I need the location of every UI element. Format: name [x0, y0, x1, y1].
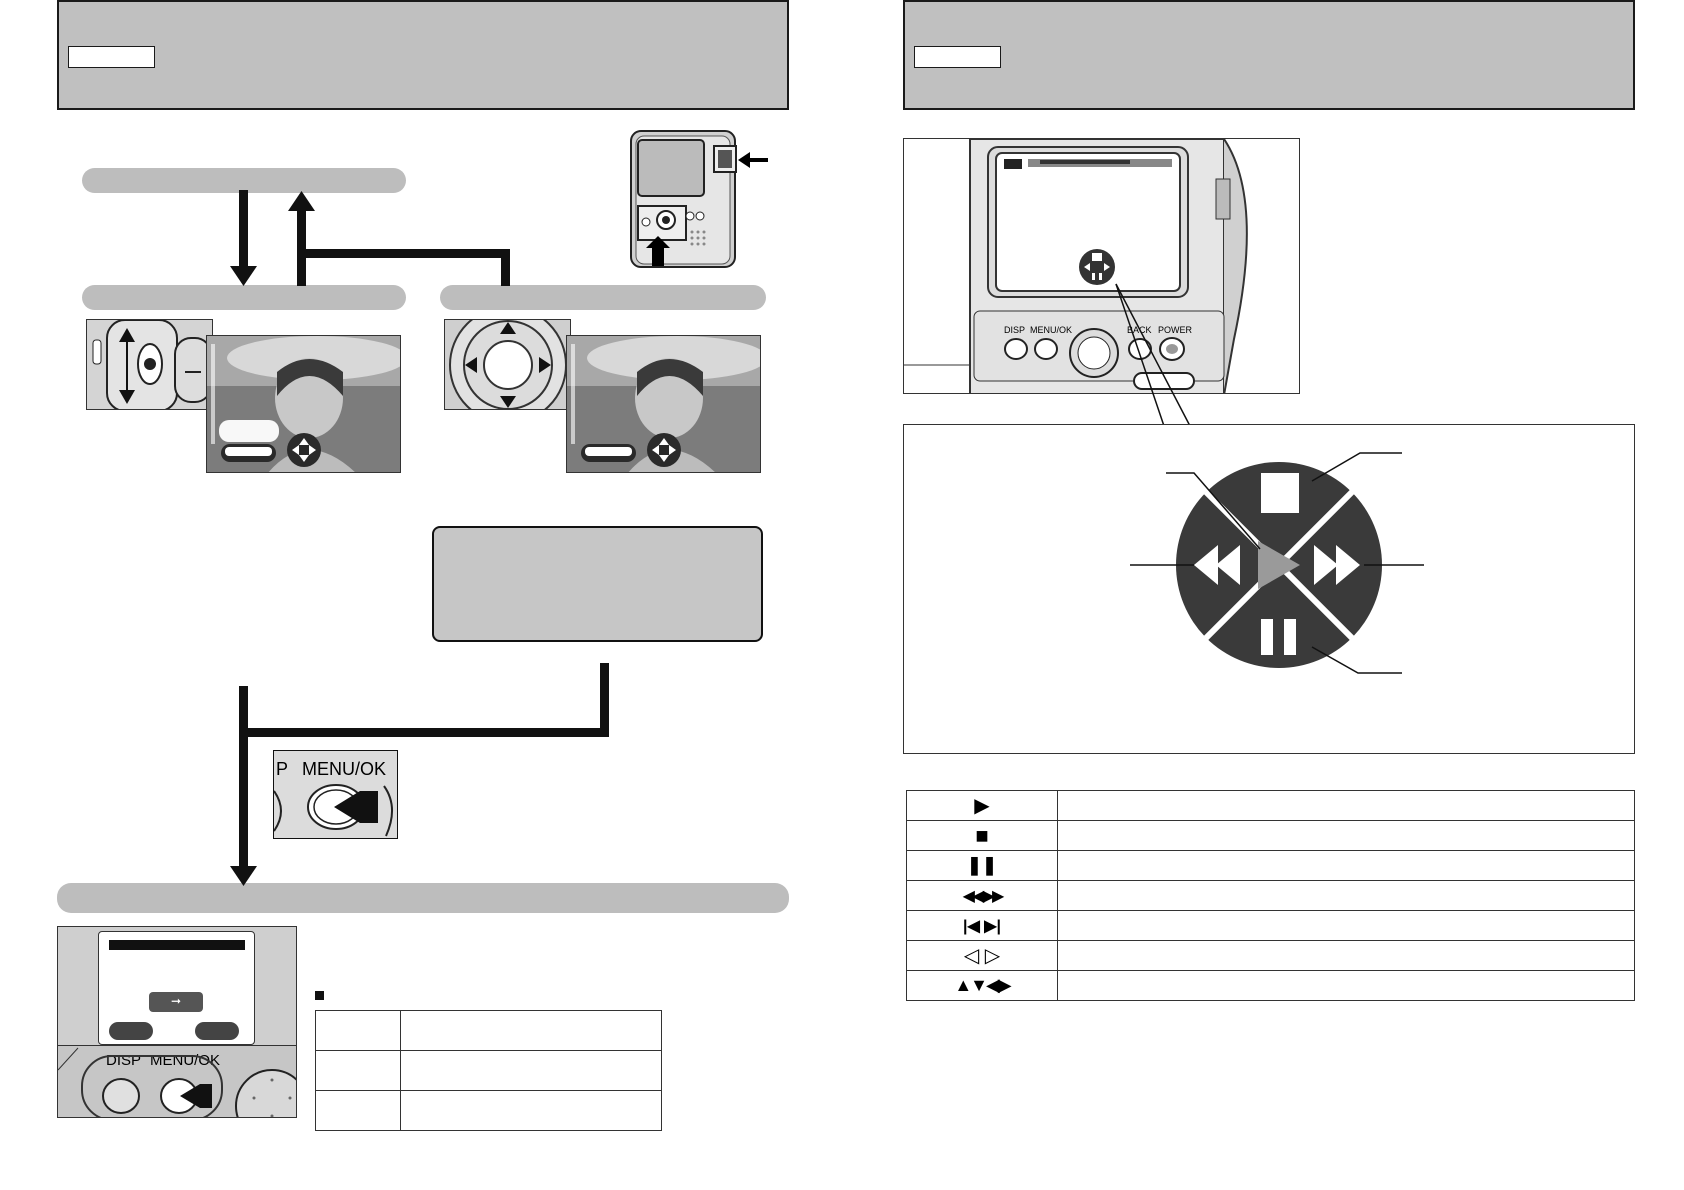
frame-step-icon: ◁ ▷ — [906, 940, 1058, 971]
small-table-key — [315, 1090, 401, 1131]
function-row: ■ — [906, 820, 1635, 851]
zoom-lever-closeup — [86, 319, 213, 410]
left-header-tag — [68, 46, 155, 68]
function-description — [1057, 970, 1635, 1001]
stop-icon: ■ — [906, 820, 1058, 851]
lcd-softkey-left — [109, 1022, 153, 1040]
camera-power-label: POWER — [1158, 325, 1193, 335]
lcd-arrow-button: ➞ — [149, 992, 203, 1012]
flow-connectors — [230, 190, 609, 886]
small-table-row — [315, 1090, 662, 1131]
small-table — [315, 1010, 662, 1131]
function-table: ▶ ■ ❚❚ ◀◀ ▶▶ |◀ ▶| ◁ ▷ ▲▼◀▶ — [906, 790, 1635, 1001]
lcd-screen: ➞ — [98, 931, 255, 1045]
button-strip: DISP MENU/OK — [58, 1045, 296, 1117]
function-row: |◀ ▶| — [906, 910, 1635, 941]
function-description — [1057, 940, 1635, 971]
skip-icon: |◀ ▶| — [906, 910, 1058, 941]
small-table-value — [400, 1050, 662, 1091]
small-table-row — [315, 1050, 662, 1091]
function-description — [1057, 880, 1635, 911]
left-page-header — [57, 0, 789, 110]
lcd-title-bar — [109, 940, 245, 950]
function-description — [1057, 790, 1635, 821]
play-icon: ▶ — [906, 790, 1058, 821]
function-row: ◁ ▷ — [906, 940, 1635, 971]
camera-menu-ok-label: MENU/OK — [1030, 325, 1073, 335]
menu-ok-prefix-label: P — [276, 759, 289, 779]
playback-control-panel — [903, 424, 1635, 754]
function-row: ❚❚ — [906, 850, 1635, 881]
pause-icon: ❚❚ — [906, 850, 1058, 881]
playback-photo-1 — [206, 335, 401, 473]
note-box — [432, 526, 763, 642]
small-table-value — [400, 1090, 662, 1131]
small-table-row — [315, 1010, 662, 1051]
camera-illustration — [628, 128, 768, 268]
function-row: ▶ — [906, 790, 1635, 821]
lcd-softkey-right — [195, 1022, 239, 1040]
playback-photo-2 — [566, 335, 761, 473]
menu-ok-label: MENU/OK — [302, 759, 387, 779]
flow-step-pill-4 — [57, 883, 789, 913]
small-table-key — [315, 1010, 401, 1051]
function-row: ▲▼◀▶ — [906, 970, 1635, 1001]
confirm-screen-closeup: ➞ DISP MENU/OK — [57, 926, 297, 1118]
callout-lines — [1115, 283, 1191, 427]
menu-ok-button-closeup: P MENU/OK — [273, 750, 398, 839]
flow-step-pill-2 — [82, 285, 406, 310]
rewind-fastforward-icon: ◀◀ ▶▶ — [906, 880, 1058, 911]
flow-step-pill-1 — [82, 168, 406, 193]
small-table-value — [400, 1010, 662, 1051]
small-table-key — [315, 1050, 401, 1091]
small-table-bullet — [315, 991, 324, 1000]
arrow-keys-icon: ▲▼◀▶ — [906, 970, 1058, 1001]
camera-disp-label: DISP — [1004, 325, 1026, 335]
function-description — [1057, 910, 1635, 941]
function-row: ◀◀ ▶▶ — [906, 880, 1635, 911]
right-page-header — [903, 0, 1635, 110]
function-description — [1057, 850, 1635, 881]
direction-pad-closeup — [444, 319, 571, 410]
function-description — [1057, 820, 1635, 851]
camera-back-closeup: DISP MENU/OK BACK POWER — [903, 138, 1300, 394]
right-header-tag — [914, 46, 1001, 68]
flow-step-pill-3 — [440, 285, 766, 310]
